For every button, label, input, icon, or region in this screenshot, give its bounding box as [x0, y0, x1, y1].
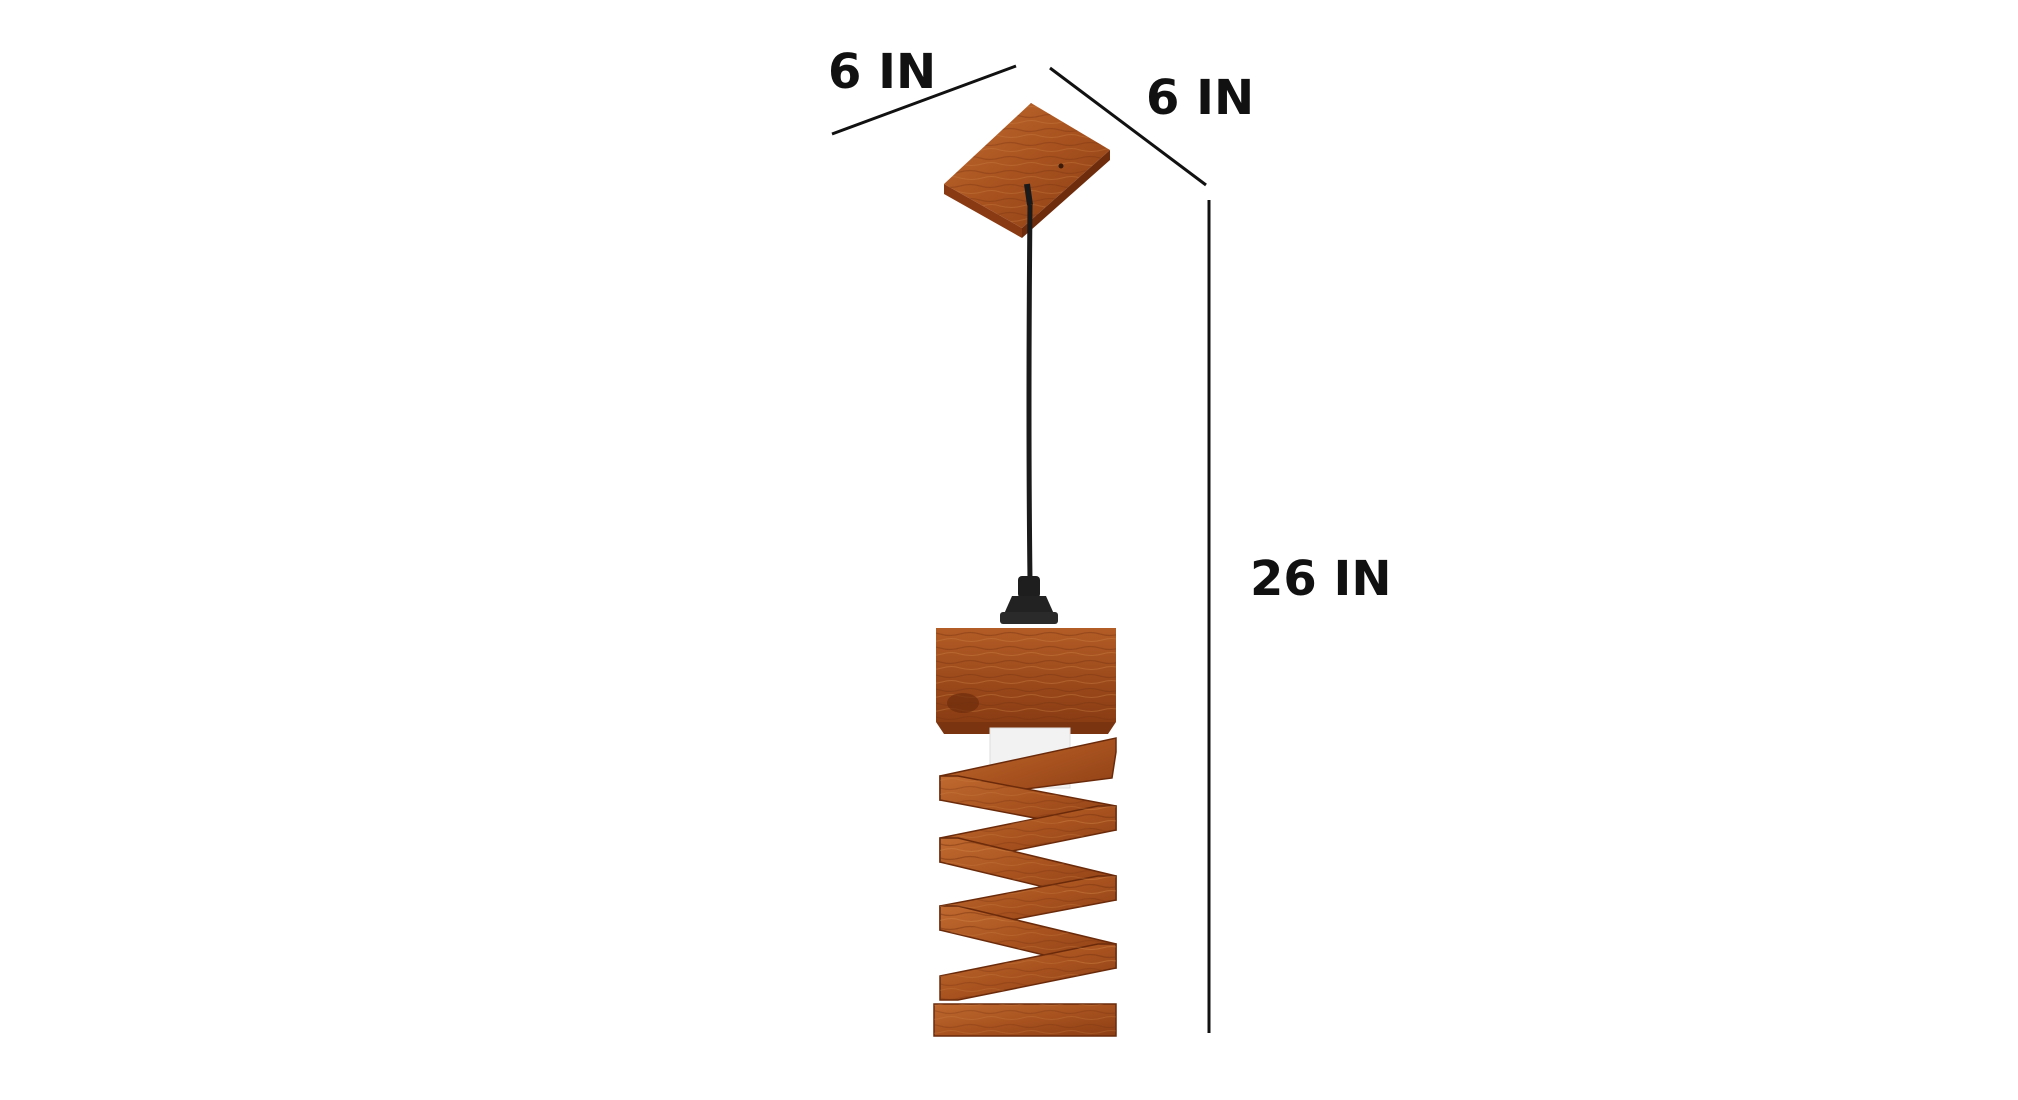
wooden-lamp-shade — [933, 628, 1117, 1037]
ceiling-canopy — [944, 103, 1110, 238]
dimension-lines — [831, 64, 1211, 1033]
depth-dimension-line — [1049, 66, 1207, 187]
width-dimension-line — [831, 64, 1017, 136]
hanging-cord — [1024, 183, 1033, 612]
width-label: 6 IN — [828, 44, 936, 100]
bulb-holder — [1000, 576, 1058, 624]
height-label: 26 IN — [1250, 551, 1392, 607]
depth-label: 6 IN — [1146, 70, 1254, 126]
